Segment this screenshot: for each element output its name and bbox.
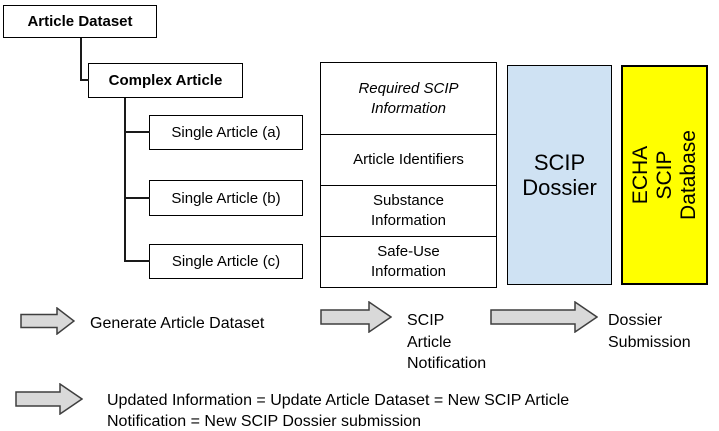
scip-notification-label: SCIP Article Notification	[407, 312, 487, 372]
table-row-substance-information: Substance Information	[321, 185, 496, 236]
dossier-submission-label: Dossier Submission	[608, 312, 691, 351]
right-block-arrow-icon	[320, 301, 392, 333]
right-block-arrow-icon	[15, 383, 83, 415]
right-block-arrow-icon	[20, 307, 75, 335]
single-article-c-box: Single Article (c)	[149, 244, 303, 279]
connector-child-vertical-line	[124, 98, 126, 262]
article-dataset-box: Article Dataset	[3, 5, 157, 38]
table-header-cell: Required SCIP Information	[358, 79, 459, 117]
table-row-safe-use-information: Safe-Use Information	[321, 236, 496, 287]
right-block-arrow-icon	[490, 301, 598, 333]
scip-dossier-box: SCIP Dossier	[507, 65, 612, 285]
single-article-a-box: Single Article (a)	[149, 115, 303, 150]
connector-root-vertical-line	[80, 38, 82, 81]
update-note-label: Updated Information = Update Article Dat…	[107, 392, 570, 430]
connector-root-elbow-line	[80, 79, 89, 81]
dossier-submission-arrow-icon	[490, 301, 598, 333]
echa-scip-database-box: ECHA SCIP Database	[621, 65, 708, 285]
single-article-b-box: Single Article (b)	[149, 180, 303, 216]
connector-branch-a-line	[124, 131, 150, 133]
echa-scip-database-label: ECHA SCIP Database	[628, 130, 700, 220]
connector-branch-b-line	[124, 197, 150, 199]
required-scip-info-table: Required SCIP Information Article Identi…	[320, 62, 497, 288]
table-row-article-identifiers: Article Identifiers	[321, 134, 496, 185]
connector-branch-c-line	[124, 260, 150, 262]
scip-notification-arrow-icon	[320, 301, 392, 333]
generate-dataset-label: Generate Article Dataset	[90, 315, 265, 332]
complex-article-box: Complex Article	[88, 63, 243, 98]
update-note-arrow-icon	[15, 383, 83, 415]
generate-dataset-arrow-icon	[20, 307, 75, 335]
